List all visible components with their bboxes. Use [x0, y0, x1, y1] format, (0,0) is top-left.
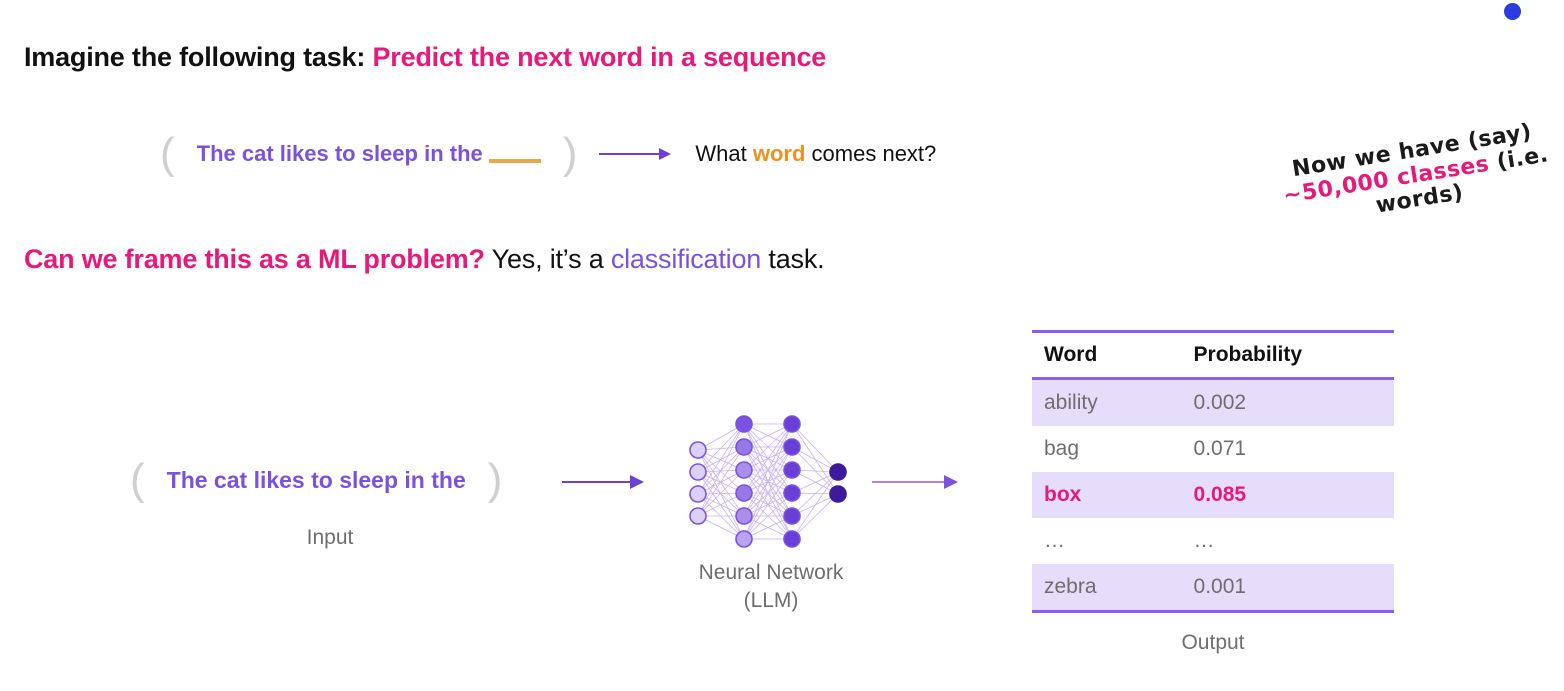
blank-underline-icon	[488, 159, 541, 163]
table-row-highlighted: box 0.085	[1032, 472, 1394, 518]
cell-word: box	[1032, 472, 1134, 518]
cell-word: zebra	[1032, 564, 1134, 612]
pipeline-input-block: ( The cat likes to sleep in the ) Input	[130, 458, 530, 550]
question-text: What word comes next?	[695, 141, 936, 167]
pipeline-model-block: Neural Network (LLM)	[676, 410, 866, 616]
table-header-row: Word Probability	[1032, 331, 1394, 380]
right-arrow-icon	[599, 148, 672, 160]
bracket-right-icon: )	[487, 455, 503, 504]
headline-2-answer-prefix: Yes, it’s a	[484, 244, 611, 274]
cell-probability: 0.002	[1133, 378, 1394, 426]
table-row: zebra 0.001	[1032, 564, 1394, 612]
cell-word: bag	[1044, 437, 1080, 460]
input-prompt-text: The cat likes to sleep in the	[166, 466, 466, 493]
headline-1-lead: Imagine the following task:	[24, 42, 366, 72]
input-caption: Input	[306, 526, 354, 549]
table-row: bag 0.071	[1032, 426, 1394, 472]
bracket-left-icon: (	[130, 455, 145, 504]
cell-probability: 0.071	[1193, 437, 1247, 460]
question-suffix: comes next?	[805, 141, 937, 166]
blue-dot-decoration	[1504, 3, 1521, 20]
pipeline-output-block: Word Probability ability 0.002 bag 0.071…	[1032, 330, 1394, 655]
table-row-ellipsis: … …	[1032, 518, 1394, 564]
headline-1-rest: Predict the next word in a sequence	[372, 42, 827, 72]
headline-2-answer-highlight: classification	[610, 244, 762, 274]
model-caption: Neural Network (LLM)	[676, 559, 866, 616]
section-subtitle: Can we frame this as a ML problem? Yes, …	[24, 244, 825, 275]
model-caption-line-2: (LLM)	[743, 589, 799, 613]
pipeline-arrow-model-to-output-icon	[872, 475, 958, 489]
page-title: Imagine the following task: Predict the …	[24, 42, 826, 73]
cell-probability: 0.085	[1133, 472, 1394, 518]
column-header-word: Word	[1032, 331, 1134, 380]
question-prefix: What	[695, 141, 753, 166]
cell-word: …	[1044, 529, 1065, 552]
prompt-sentence: The cat likes to sleep in the	[196, 141, 483, 166]
table-body: ability 0.002 bag 0.071 box 0.085 … … ze…	[1032, 378, 1394, 612]
pipeline-arrow-input-to-model-icon	[562, 475, 644, 489]
prompt-text: The cat likes to sleep in the	[197, 141, 541, 167]
prompt-example-row: ( The cat likes to sleep in the ) What w…	[160, 132, 936, 176]
column-header-probability: Probability	[1133, 331, 1394, 380]
cell-word: ability	[1032, 378, 1134, 426]
input-prompt-row: ( The cat likes to sleep in the )	[130, 458, 530, 502]
handwritten-annotation: Now we have (say) ~50,000 classes (i.e. …	[1262, 116, 1564, 236]
bracket-right-icon: )	[562, 129, 578, 178]
headline-2-answer-suffix: task.	[761, 244, 825, 274]
bracket-left-icon: (	[160, 129, 175, 178]
model-caption-line-1: Neural Network	[698, 561, 844, 584]
output-caption: Output	[1181, 631, 1245, 654]
question-highlight: word	[752, 141, 806, 166]
cell-probability: …	[1193, 529, 1215, 552]
probability-table: Word Probability ability 0.002 bag 0.071…	[1032, 330, 1394, 613]
table-row: ability 0.002	[1032, 378, 1394, 426]
cell-probability: 0.001	[1133, 564, 1394, 612]
headline-2-question: Can we frame this as a ML problem?	[24, 244, 485, 274]
neural-network-diagram-icon	[689, 415, 847, 548]
